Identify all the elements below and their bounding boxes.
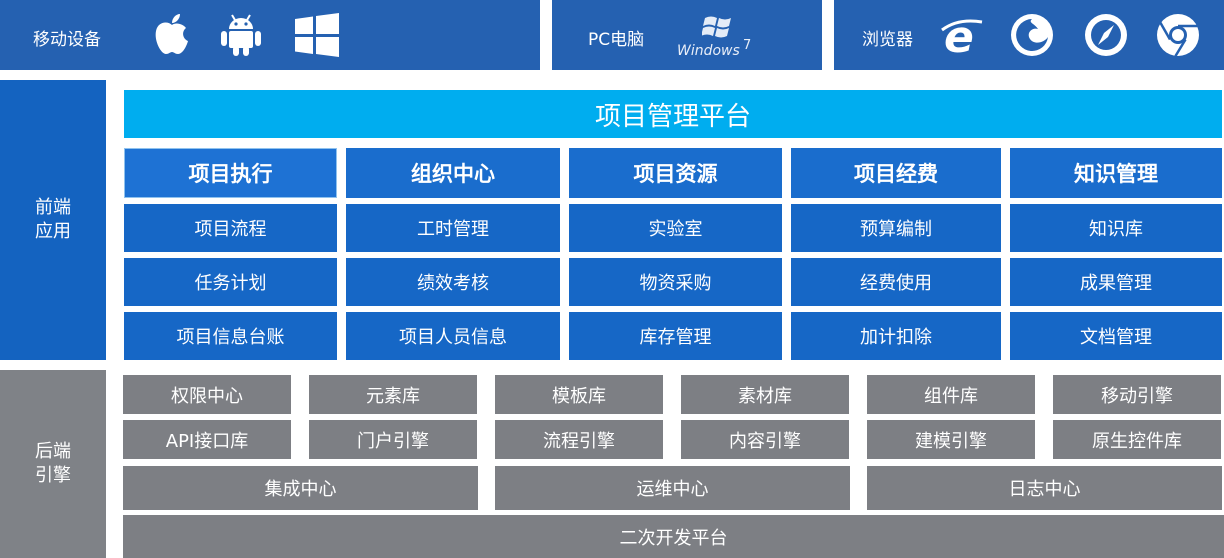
engine-item: API接口库 — [123, 420, 291, 459]
dev-platform-base: 二次开发平台 — [123, 515, 1224, 558]
module-item: 物资采购 — [569, 258, 782, 306]
engine-item: 素材库 — [681, 375, 849, 414]
ie-icon: e — [941, 12, 983, 60]
module-item: 实验室 — [569, 204, 782, 252]
platform-title: 项目管理平台 — [124, 90, 1222, 138]
engine-item: 元素库 — [309, 375, 477, 414]
pc-bar: PC电脑 Windows 7 — [552, 0, 822, 70]
apple-icon — [155, 14, 188, 54]
engine-item: 移动引擎 — [1053, 375, 1221, 414]
center-item: 运维中心 — [495, 466, 850, 510]
module-item: 知识库 — [1010, 204, 1222, 252]
pc-label: PC电脑 — [588, 30, 645, 50]
mobile-devices-bar: 移动设备 — [0, 0, 540, 70]
engine-item: 流程引擎 — [495, 420, 663, 459]
back-end-side-label: 后端 引擎 — [0, 370, 106, 558]
mobile-devices-label: 移动设备 — [33, 30, 101, 50]
android-icon — [221, 14, 261, 56]
engine-item: 建模引擎 — [867, 420, 1035, 459]
browser-bar: 浏览器 e — [834, 0, 1224, 70]
center-item: 集成中心 — [123, 466, 478, 510]
firefox-icon — [1011, 14, 1053, 56]
engine-item: 组件库 — [867, 375, 1035, 414]
safari-icon — [1085, 14, 1127, 56]
front-side-line1: 前端 — [35, 197, 71, 218]
module-header: 项目执行 — [124, 148, 337, 198]
engine-item: 权限中心 — [123, 375, 291, 414]
svg-text:e: e — [944, 12, 974, 60]
engine-item: 内容引擎 — [681, 420, 849, 459]
engine-item: 模板库 — [495, 375, 663, 414]
back-side-line2: 引擎 — [35, 465, 71, 486]
browser-label: 浏览器 — [862, 30, 913, 50]
windows-icon — [295, 13, 339, 57]
engine-item: 原生控件库 — [1053, 420, 1221, 459]
module-header: 项目经费 — [791, 148, 1001, 198]
front-end-side-label: 前端 应用 — [0, 80, 106, 360]
module-item: 项目信息台账 — [124, 312, 337, 360]
module-item: 任务计划 — [124, 258, 337, 306]
back-side-line1: 后端 — [35, 441, 71, 462]
module-header: 项目资源 — [569, 148, 782, 198]
module-item: 经费使用 — [791, 258, 1001, 306]
module-header: 组织中心 — [346, 148, 560, 198]
module-header: 知识管理 — [1010, 148, 1222, 198]
module-item: 项目流程 — [124, 204, 337, 252]
module-item: 绩效考核 — [346, 258, 560, 306]
center-item: 日志中心 — [867, 466, 1222, 510]
windows-logo-version: 7 — [743, 38, 752, 53]
module-item: 成果管理 — [1010, 258, 1222, 306]
module-item: 项目人员信息 — [346, 312, 560, 360]
front-side-line2: 应用 — [35, 221, 71, 242]
chrome-icon — [1157, 14, 1199, 57]
module-item: 工时管理 — [346, 204, 560, 252]
module-item: 库存管理 — [569, 312, 782, 360]
module-item: 预算编制 — [791, 204, 1001, 252]
windows-logo-text: Windows — [677, 43, 740, 59]
module-item: 文档管理 — [1010, 312, 1222, 360]
engine-item: 门户引擎 — [309, 420, 477, 459]
windows7-logo-icon — [702, 16, 731, 38]
module-item: 加计扣除 — [791, 312, 1001, 360]
